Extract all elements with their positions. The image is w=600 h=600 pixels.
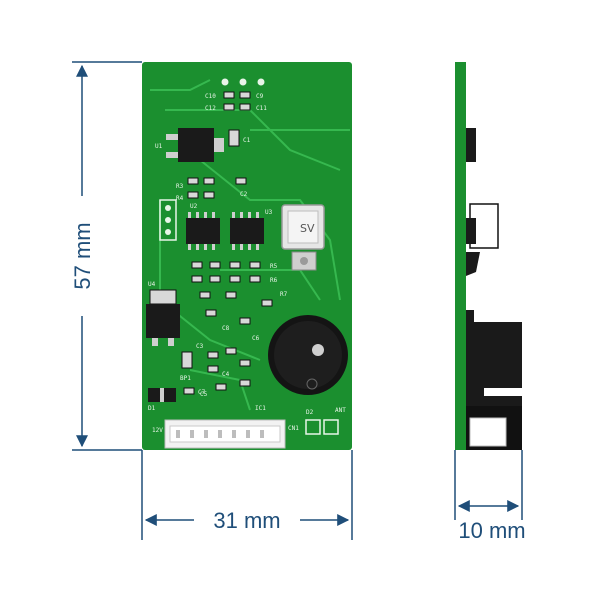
silk-c6: C6 bbox=[252, 335, 260, 342]
passive-components-lower bbox=[181, 347, 251, 391]
silk-r5: R5 bbox=[270, 263, 278, 270]
silk-bp1: BP1 bbox=[180, 375, 191, 382]
passive-grid bbox=[191, 261, 273, 325]
capacitor-c1 bbox=[228, 129, 240, 147]
silk-c8: C8 bbox=[222, 325, 230, 332]
height-dimension bbox=[72, 61, 142, 451]
silk-ant: ANT bbox=[335, 407, 346, 414]
width-label: 31 mm bbox=[213, 508, 280, 533]
silk-c4: C4 bbox=[222, 371, 230, 378]
silk-c5: C5 bbox=[200, 391, 208, 398]
passive-components-row: R3 R4 bbox=[176, 177, 247, 202]
silk-c7: C7 bbox=[198, 389, 206, 396]
silk-r6: R6 bbox=[270, 277, 278, 284]
pin-header-left bbox=[159, 199, 177, 241]
silk-c3: C3 bbox=[196, 343, 204, 350]
height-label: 57 mm bbox=[70, 222, 95, 289]
depth-dimension bbox=[454, 450, 523, 520]
voltage-regulator: U1 bbox=[155, 128, 224, 162]
ic-u2: U2 bbox=[186, 203, 220, 250]
jumper-pads: D2 ANT bbox=[305, 407, 346, 435]
ic-u4: U4 bbox=[146, 281, 180, 346]
depth-label: 10 mm bbox=[458, 518, 525, 543]
rf-module: SV bbox=[281, 204, 325, 271]
silk-c2: C2 bbox=[240, 191, 248, 198]
silk-c10: C10 bbox=[205, 93, 216, 100]
silk-c11: C11 bbox=[256, 105, 267, 112]
silk-r3: R3 bbox=[176, 183, 184, 190]
silk-ic1: IC1 bbox=[255, 405, 266, 412]
diode-d1: D1 bbox=[148, 388, 176, 412]
silk-d1: D1 bbox=[148, 405, 156, 412]
silk-r7: R7 bbox=[280, 291, 288, 298]
buzzer bbox=[268, 315, 348, 395]
capacitor-c7 bbox=[183, 387, 195, 395]
silk-u3: U3 bbox=[265, 209, 273, 216]
silk-u4: U4 bbox=[148, 281, 156, 288]
silk-u1: U1 bbox=[155, 143, 163, 150]
rf-module-marking: SV bbox=[300, 222, 315, 235]
silk-c1: C1 bbox=[243, 137, 251, 144]
silk-r4: R4 bbox=[176, 195, 184, 202]
power-connector: 12V CN1 bbox=[152, 419, 299, 449]
width-dimension bbox=[141, 450, 353, 540]
silk-c12: C12 bbox=[205, 105, 216, 112]
ic-u3: U3 bbox=[230, 209, 273, 250]
pcb-side bbox=[455, 62, 522, 450]
capacitor-cluster-top: C10 C12 C9 C11 bbox=[205, 78, 267, 112]
silk-cn1: CN1 bbox=[288, 425, 299, 432]
pcb-front: C10 C12 C9 C11 U1 C1 R3 R4 bbox=[142, 62, 352, 450]
silk-u2: U2 bbox=[190, 203, 198, 210]
silk-d2: D2 bbox=[306, 409, 314, 416]
silk-12v: 12V bbox=[152, 427, 163, 434]
silk-c9: C9 bbox=[256, 93, 264, 100]
